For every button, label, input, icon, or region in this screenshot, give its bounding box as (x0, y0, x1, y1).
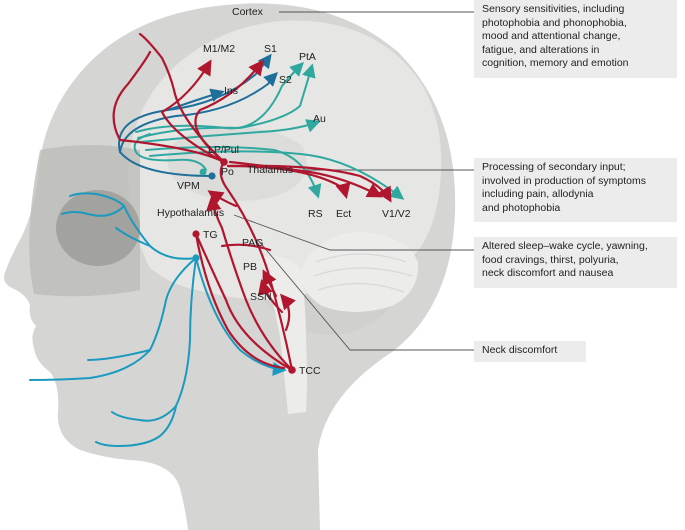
hypothalamus-callout-line: neck discomfort and nausea (482, 267, 614, 279)
label-v1v2: V1/V2 (382, 208, 411, 220)
label-ect: Ect (336, 208, 351, 220)
label-thalamus: Thalamus (247, 164, 293, 176)
label-ins: Ins (224, 85, 238, 97)
label-tcc: TCC (299, 365, 321, 377)
label-hypothalamus: Hypothalamus (157, 207, 224, 219)
node-vpm (208, 172, 216, 180)
cortex-callout-line: Sensory sensitivities, including (482, 3, 625, 15)
node-tcc (288, 366, 296, 374)
leader-neck (257, 239, 474, 351)
brain-cerebellum (300, 232, 419, 312)
thalamus-callout-line: Processing of secondary input; (482, 161, 626, 173)
label-ssn: SSN (250, 291, 272, 303)
label-s2: S2 (279, 74, 292, 86)
label-pb: PB (243, 261, 257, 273)
cerebellum-folds (313, 253, 413, 293)
label-pta: PtA (299, 51, 316, 63)
label-lp-pul: LP/Pul (208, 144, 239, 156)
leader-hypothalamus (233, 214, 474, 251)
neck-callout: Neck discomfort (474, 341, 586, 362)
cortex-callout-line: cognition, memory and emotion (482, 57, 629, 69)
red-pathways (112, 32, 392, 372)
label-po: Po (221, 166, 234, 178)
neck-callout-line: Neck discomfort (482, 344, 558, 356)
trigeminal-nerves (29, 192, 287, 448)
cortex-callout-line: fatigue, and alterations in (482, 43, 600, 56)
node-tg-red (192, 230, 200, 238)
thalamus-callout-line: including pain, allodynia (482, 188, 594, 200)
label-s1: S1 (264, 43, 277, 55)
hypothalamus-callout-line: food cravings, thirst, polyuria, (482, 253, 619, 266)
thalamus-callout-line: and photophobia (482, 201, 561, 214)
label-pag: PAG (242, 237, 263, 249)
node-lp-pul (220, 158, 228, 166)
hypothalamus-callout: Altered sleep–wake cycle, yawning, food … (474, 237, 677, 288)
thalamus-callout-line: involved in production of symptoms (482, 174, 646, 187)
cortex-callout: Sensory sensitivities, including photoph… (474, 0, 677, 78)
cortex-callout-line: mood and attentional change, (482, 30, 621, 42)
label-cortex: Cortex (232, 6, 264, 18)
leader-lines (233, 11, 474, 351)
label-vpm: VPM (177, 180, 200, 192)
node-po (199, 168, 207, 176)
hypothalamus-callout-line: Altered sleep–wake cycle, yawning, (482, 240, 648, 252)
label-au: Au (313, 113, 326, 125)
label-rs: RS (308, 208, 323, 220)
label-tg: TG (203, 229, 218, 241)
node-tg-blue (192, 254, 200, 262)
eye-globe (56, 190, 140, 266)
label-m1m2: M1/M2 (203, 43, 235, 55)
thalamus-callout: Processing of secondary input; involved … (474, 158, 677, 222)
cortex-callout-line: photophobia and phonophobia, (482, 16, 627, 29)
